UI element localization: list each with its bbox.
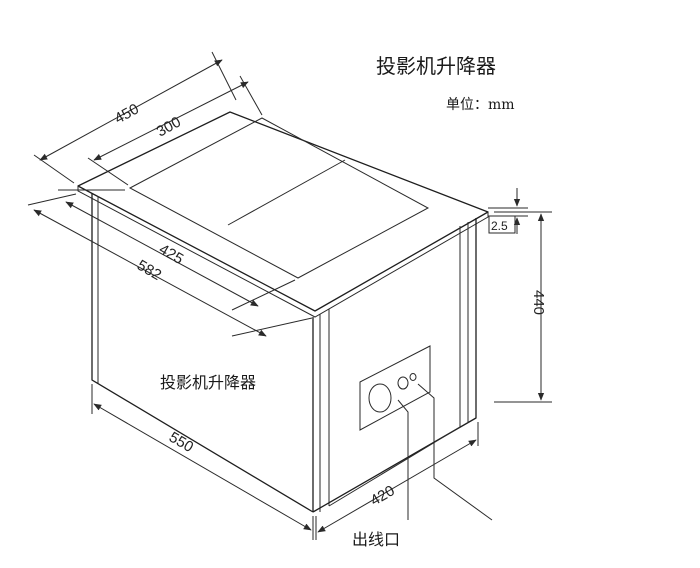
opening-divider	[227, 159, 346, 226]
outlet-dot	[409, 373, 417, 381]
diagram-title: 投影机升降器	[376, 54, 496, 78]
outlet-large-hole	[368, 383, 392, 413]
dim-2-5: 2.5	[488, 188, 528, 234]
dim-440-label: 440	[530, 290, 547, 315]
dim-440: 440	[494, 211, 552, 403]
unit-label: 单位：mm	[446, 97, 515, 113]
front-label: 投影机升降器	[160, 373, 256, 392]
dim-420: 420	[315, 422, 479, 540]
outlet-label: 出线口	[352, 530, 400, 549]
dim-550-label: 550	[166, 429, 196, 456]
dim-550: 550	[91, 384, 314, 540]
dim-2-5-label: 2.5	[491, 219, 508, 233]
dim-420-label: 420	[368, 482, 398, 509]
outlet-small-hole	[397, 376, 409, 390]
dim-582: 582	[27, 193, 313, 337]
dim-450-label: 450	[112, 100, 142, 127]
dim-582-label: 582	[134, 257, 164, 284]
dim-450: 450	[33, 51, 237, 184]
dim-425-label: 425	[156, 241, 186, 268]
